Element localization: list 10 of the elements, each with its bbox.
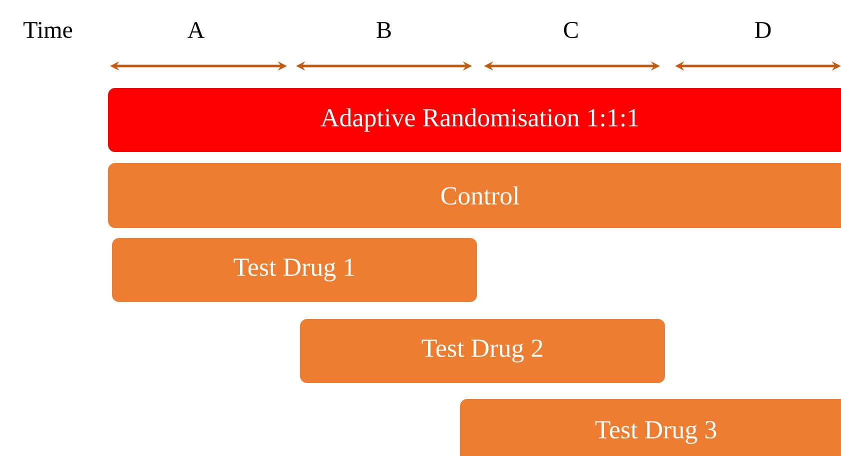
axis-label: C [564,22,578,38]
axis-label: D [755,22,771,38]
bar: Test Drug 1 [112,238,477,302]
axis-label: B [376,22,391,38]
bar: Control [108,163,841,228]
bar: Test Drug 2 [300,319,665,383]
bar: Test Drug 3 [460,399,841,456]
axis-label: A [188,22,204,38]
axis-label: Time [24,22,72,38]
bar: Adaptive Randomisation 1:1:1 [108,88,841,152]
